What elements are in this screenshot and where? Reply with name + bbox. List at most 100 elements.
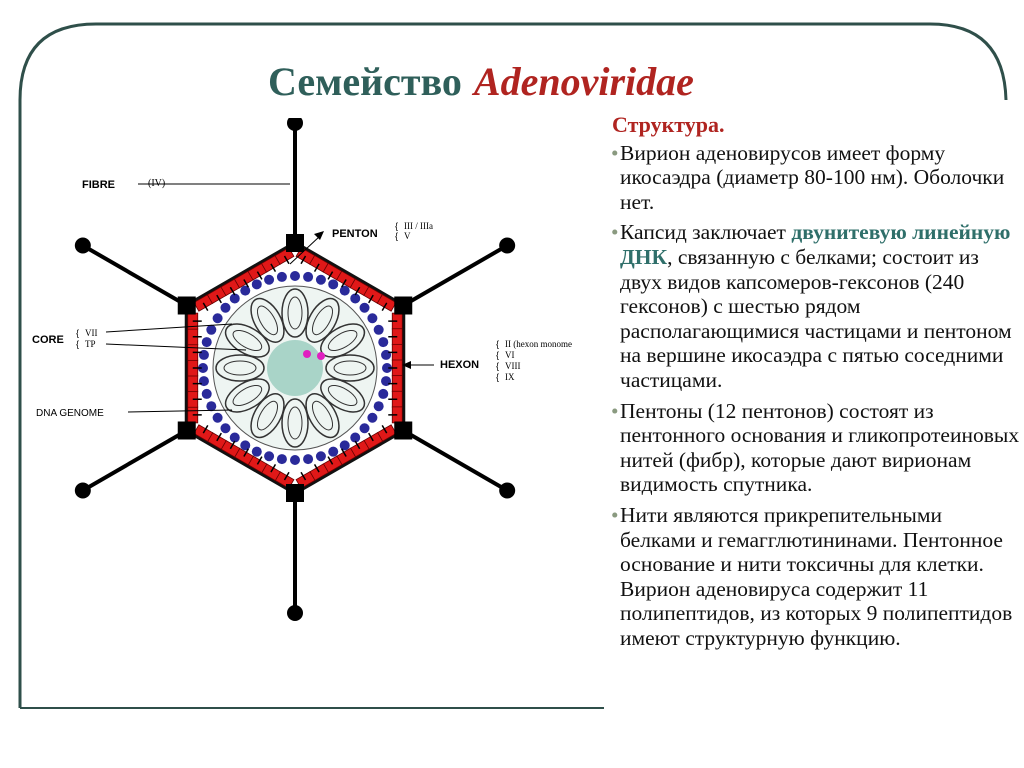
- fibre-protein-label: (IV): [148, 178, 165, 189]
- core-label: CORE: [32, 334, 64, 346]
- adenovirus-diagram: FIBRE (IV) PENTON { III / IIIa { V CORE …: [32, 118, 572, 621]
- dna-loop-inner: [311, 400, 334, 431]
- fibre-knob: [74, 237, 91, 254]
- core-protein-dot: [206, 401, 217, 412]
- penton-base: [286, 484, 304, 502]
- bullet-text-before: Капсид заключает: [620, 220, 792, 245]
- dna-loop: [215, 354, 265, 382]
- hexon-spike: [243, 448, 250, 457]
- core-protein-dot: [381, 349, 392, 360]
- core-protein-dot: [206, 324, 217, 335]
- hexon-spike: [202, 424, 209, 434]
- core-protein-dot: [367, 313, 378, 324]
- fibre-label: FIBRE: [82, 179, 115, 191]
- hexon-protein-4: IX: [505, 372, 515, 382]
- core-protein-dot: [212, 313, 223, 324]
- fibre-shaft: [402, 243, 509, 308]
- hexon-bracket: {: [496, 339, 499, 349]
- dna-loop-inner: [256, 305, 279, 336]
- penton-base: [177, 421, 196, 440]
- dna-loop: [224, 378, 270, 413]
- dna-loop-inner: [333, 360, 367, 376]
- hexon-spike: [381, 302, 388, 312]
- penton-base: [286, 234, 304, 252]
- penton-leader-line: [289, 235, 321, 265]
- dna-loop-inner: [327, 384, 358, 407]
- core-protein-dot: [251, 279, 262, 290]
- bullet-item: • Вирион аденовирусов имеет форму икосаэ…: [611, 140, 1020, 215]
- core-protein-dot: [303, 454, 314, 465]
- core-bracket: {: [76, 328, 79, 338]
- bullet-text: Вирион аденовирусов имеет форму икосаэдр…: [620, 140, 1005, 214]
- bullet-text: Пентоны (12 пентонов) состоят из пентонн…: [620, 398, 1020, 497]
- hexon-spike: [300, 471, 307, 481]
- core-protein-dot: [276, 271, 287, 282]
- core-protein-dot: [350, 432, 361, 443]
- hexon-protein-1: II (hexon monome: [505, 339, 572, 349]
- hexon-spike: [368, 294, 374, 304]
- fibre-shaft: [81, 243, 188, 308]
- penton-base: [394, 296, 413, 315]
- core-protein-dot: [367, 412, 378, 423]
- core-protein-dot: [201, 337, 212, 348]
- core-protein-dot: [264, 274, 275, 285]
- hexon-spike: [202, 302, 209, 312]
- hexon-spike: [270, 263, 277, 272]
- fibre-knob: [287, 605, 303, 621]
- core-protein-dot: [378, 388, 389, 399]
- hexon-spike: [216, 432, 222, 442]
- dna-loop-inner: [311, 305, 334, 336]
- core-protein-dot: [359, 423, 370, 434]
- dna-loop: [281, 398, 309, 448]
- dna-loop: [305, 297, 340, 343]
- fibre-knob: [499, 482, 516, 499]
- core-protein-dot: [373, 324, 384, 335]
- hexon-spike: [283, 471, 290, 481]
- core-protein-dot: [229, 432, 240, 443]
- core-protein-dot: [276, 454, 287, 465]
- fibre-knob: [74, 482, 91, 499]
- dna-center: [267, 340, 323, 396]
- diagram-labels: FIBRE (IV) PENTON { III / IIIa { V CORE …: [32, 178, 572, 419]
- core: [184, 240, 406, 496]
- penton-base: [394, 421, 413, 440]
- core-protein-dot: [264, 451, 275, 462]
- penton-base: [177, 296, 196, 315]
- core-protein-dot: [240, 285, 251, 296]
- hexon-protein-3: VIII: [505, 361, 521, 371]
- hexon-spike: [327, 456, 334, 465]
- core-protein-dot: [290, 455, 300, 465]
- hexon-spike: [256, 271, 263, 280]
- dna-loop: [320, 378, 366, 413]
- core-protein-dot: [229, 293, 240, 304]
- dna-loop-inner: [287, 296, 303, 330]
- core-protein-dot: [220, 423, 231, 434]
- hexon-spike: [256, 456, 263, 465]
- dna-loop: [325, 354, 375, 382]
- dna-highlight: двунитевую линейную ДНК: [620, 220, 1011, 269]
- hexon-protein-2: VI: [505, 350, 515, 360]
- core-protein-dot: [240, 440, 251, 451]
- hexon-spike: [243, 279, 250, 288]
- core-protein-dot: [220, 302, 231, 313]
- core-protein-dot: [373, 401, 384, 412]
- title-prefix: Семейство: [268, 59, 462, 104]
- core-protein-dot: [251, 446, 262, 457]
- bullet-item: • Пентоны (12 пентонов) состоят из пенто…: [611, 398, 1020, 497]
- core-protein-dot: [339, 440, 350, 451]
- hexon-spike: [340, 448, 347, 457]
- dna-loop: [250, 393, 285, 439]
- dna-loop-inner: [287, 406, 303, 440]
- dna-loop-inner: [232, 329, 263, 352]
- hexon-spike: [283, 255, 290, 265]
- dna-loop-inner: [256, 400, 279, 431]
- dna-loop-inner: [223, 360, 257, 376]
- core-protein-dot: [328, 446, 339, 457]
- hexon-arrow-head: [402, 361, 411, 369]
- penton-label: PENTON: [332, 228, 378, 240]
- fibre-shaft: [81, 428, 188, 493]
- penton-protein-2: V: [404, 231, 411, 241]
- dna-loop: [305, 393, 340, 439]
- core-protein-dot: [212, 412, 223, 423]
